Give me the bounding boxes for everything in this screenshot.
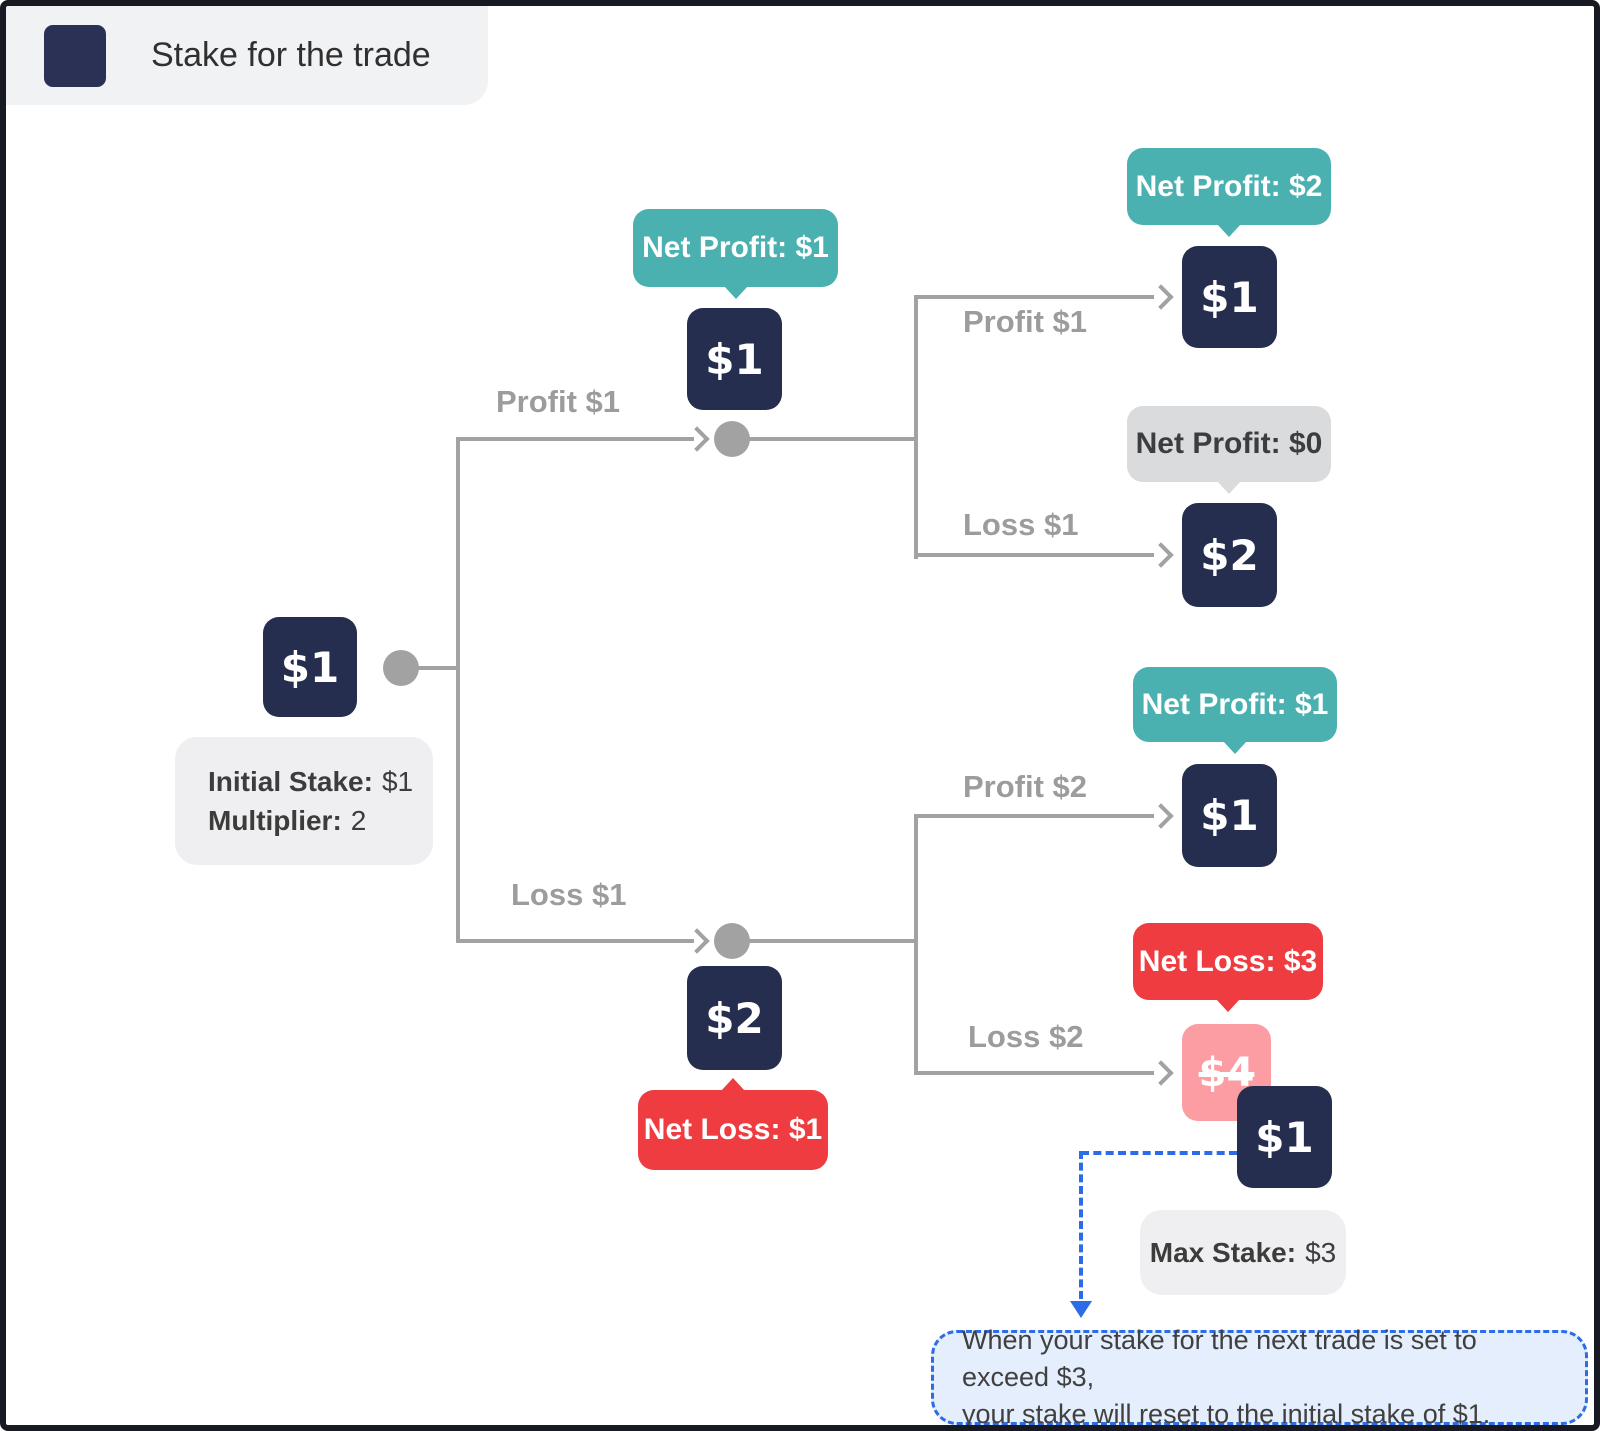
- initial-stake-line: Initial Stake: $1: [208, 762, 433, 801]
- tooltip-pointer: [1223, 741, 1247, 754]
- reset-rule-note: When your stake for the next trade is se…: [931, 1325, 1588, 1429]
- stake-node-win-win: $1: [1182, 246, 1277, 348]
- note-line-2: your stake will reset to the initial sta…: [962, 1399, 1491, 1429]
- stake-value: $2: [1200, 530, 1259, 580]
- initial-stake-label: Initial Stake:: [208, 766, 373, 797]
- arrow-right-icon: [1148, 542, 1174, 568]
- multiplier-value: 2: [350, 805, 367, 836]
- tooltip-text: Net Profit: $0: [1135, 427, 1323, 460]
- stake-node-root: $1: [263, 617, 357, 717]
- max-stake-label: Max Stake:: [1149, 1236, 1297, 1268]
- tooltip-net-profit: Net Profit: $1: [1133, 667, 1337, 754]
- callout-dashed-line: [1079, 1151, 1083, 1299]
- branch-label-loss: Loss $1: [511, 877, 627, 912]
- tooltip-pointer: [1217, 481, 1241, 494]
- connector-line: [732, 437, 918, 441]
- note-line-1: When your stake for the next trade is se…: [962, 1325, 1477, 1392]
- multiplier-line: Multiplier: 2: [208, 801, 433, 840]
- initial-stake-value: $1: [381, 766, 414, 797]
- connector-line: [914, 814, 1154, 818]
- branch-dot: [714, 421, 750, 457]
- tooltip-text: Net Profit: $2: [1135, 169, 1323, 203]
- stake-value: $1: [1200, 791, 1259, 840]
- tooltip-net-profit: Net Profit: $2: [1127, 148, 1331, 237]
- connector-line: [914, 1071, 1154, 1075]
- callout-dashed-line: [1081, 1151, 1237, 1155]
- tooltip-text: Net Profit: $1: [1141, 687, 1329, 721]
- stake-value: $1: [705, 334, 764, 384]
- tooltip-net-profit-zero: Net Profit: $0: [1127, 406, 1331, 494]
- stake-swatch-icon: [44, 25, 106, 87]
- branch-label-loss: Loss $2: [968, 1019, 1084, 1054]
- connector-line: [456, 437, 694, 441]
- connector-line: [914, 295, 918, 559]
- branch-label-profit: Profit $1: [963, 304, 1088, 339]
- connector-line: [914, 814, 918, 1075]
- arrow-right-icon: [684, 928, 710, 954]
- max-stake-info-box: Max Stake:$3: [1140, 1210, 1346, 1295]
- connector-line: [732, 939, 918, 943]
- stake-node-after-win: $1: [687, 308, 782, 410]
- stake-value: $1: [1200, 272, 1259, 322]
- branch-dot: [383, 650, 419, 686]
- branch-label-profit: Profit $2: [963, 769, 1088, 804]
- stake-value: $1: [280, 642, 340, 692]
- tooltip-pointer: [721, 1078, 745, 1091]
- connector-line: [456, 437, 460, 943]
- tooltip-text: Net Loss: $1: [643, 1113, 823, 1146]
- tooltip-net-loss: Net Loss: $1: [638, 1078, 828, 1170]
- branch-label-profit: Profit $1: [496, 384, 621, 419]
- tooltip-pointer: [1217, 224, 1241, 237]
- tooltip-net-loss: Net Loss: $3: [1133, 923, 1323, 1012]
- connector-line: [456, 939, 694, 943]
- connector-line: [914, 295, 1154, 299]
- arrow-right-icon: [1148, 1060, 1174, 1086]
- tooltip-net-profit: Net Profit: $1: [633, 209, 838, 299]
- arrow-right-icon: [684, 426, 710, 452]
- arrow-right-icon: [1148, 284, 1174, 310]
- tooltip-pointer: [1216, 999, 1240, 1012]
- tooltip-text: Net Profit: $1: [642, 231, 829, 264]
- multiplier-label: Multiplier:: [208, 805, 342, 836]
- stake-node-win-loss: $2: [1182, 503, 1277, 607]
- branch-label-loss: Loss $1: [963, 507, 1079, 542]
- stake-node-reset: $1: [1237, 1086, 1332, 1188]
- tooltip-pointer: [723, 286, 748, 299]
- legend: Stake for the trade: [6, 6, 488, 105]
- arrow-down-icon: [1070, 1301, 1092, 1318]
- stake-node-after-loss: $2: [687, 966, 782, 1070]
- max-stake-value: $3: [1305, 1236, 1337, 1268]
- connector-line: [914, 553, 1154, 557]
- stake-value: $2: [705, 993, 764, 1043]
- arrow-right-icon: [1148, 803, 1174, 829]
- legend-label: Stake for the trade: [151, 36, 431, 74]
- stake-value: $1: [1255, 1112, 1314, 1162]
- connector-line: [401, 666, 459, 670]
- tooltip-text: Net Loss: $3: [1138, 944, 1318, 978]
- branch-dot: [714, 923, 750, 959]
- stake-node-loss-win: $1: [1182, 764, 1277, 867]
- initial-stake-info-box: Initial Stake: $1 Multiplier: 2: [175, 737, 433, 865]
